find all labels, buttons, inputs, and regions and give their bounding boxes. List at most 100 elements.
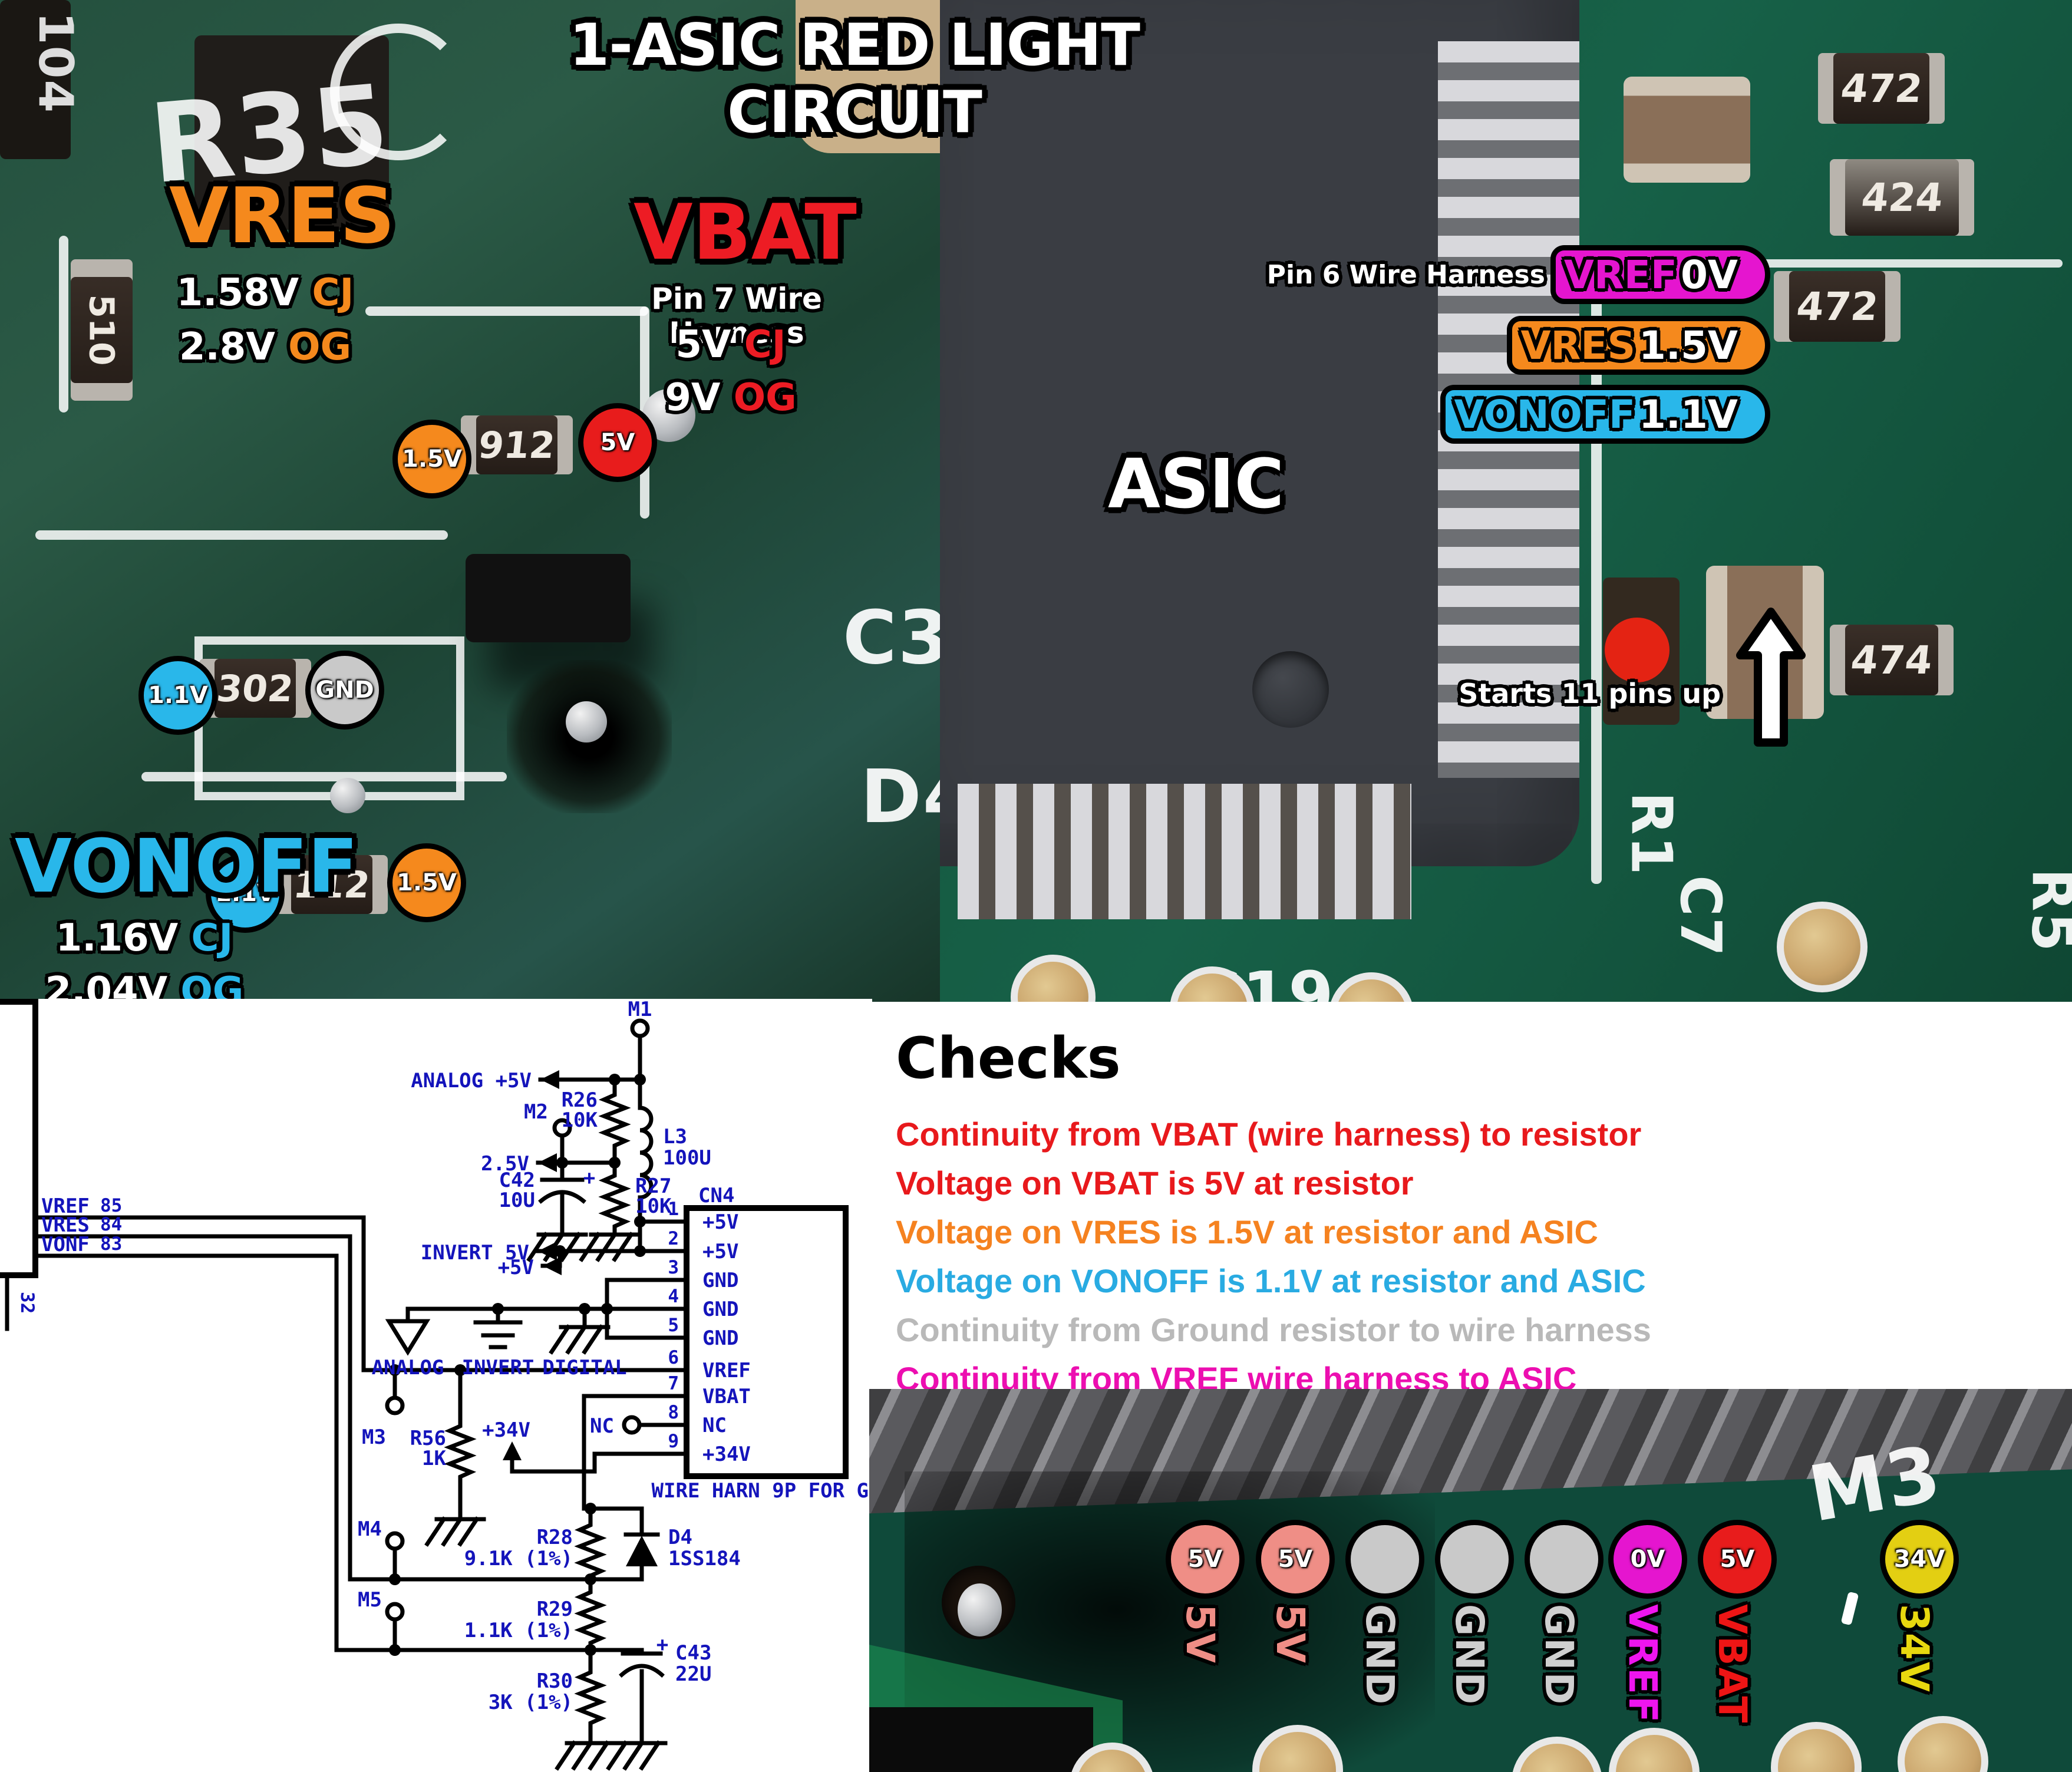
chip-corner — [0, 0, 71, 159]
pin-label-vbat: VBAT — [1710, 1604, 1755, 1725]
pin-num: 8 — [668, 1402, 679, 1423]
pin-name: NC — [702, 1414, 727, 1437]
silkscreen-104: 104 — [28, 12, 83, 114]
red-marker-dot — [1605, 618, 1670, 682]
checks-panel: Checks Continuity from VBAT (wire harnes… — [896, 1025, 2063, 1397]
asic-dimple — [1252, 651, 1329, 728]
checks-heading: Checks — [896, 1025, 1121, 1091]
solder-blob — [566, 701, 607, 743]
invert-gnd-label: INVERT — [462, 1356, 535, 1380]
c42-value: 10U — [499, 1189, 535, 1212]
asic-pin32: 32 — [17, 1292, 38, 1314]
up-arrow-icon — [1736, 608, 1806, 747]
wire-harness-photo: M3 5V 5V 0V 5V 34V 5V 5V GND GND GND VRE… — [869, 1389, 2072, 1772]
pin-dot-vref: 0V — [1608, 1520, 1687, 1599]
r28-value: 9.1K (1%) — [464, 1547, 573, 1570]
dot-1v5-b: 1.5V — [387, 843, 466, 922]
resistor-474: 474 — [1830, 625, 1954, 695]
pin-dot-vbat: 5V — [1698, 1520, 1777, 1599]
gold-pad — [1898, 1716, 1988, 1772]
r30-value: 3K (1%) — [489, 1691, 573, 1714]
pcb-dark-corner — [869, 1707, 1093, 1772]
vonoff-og: 2.04V OG — [45, 969, 244, 1002]
gold-pad — [1011, 955, 1096, 1002]
silkscreen-tick — [1840, 1591, 1859, 1626]
pin-name: +5V — [702, 1210, 738, 1234]
dot-1v1: 1.1V — [138, 656, 217, 735]
analog5v-label: ANALOG +5V — [411, 1069, 532, 1093]
pin-dot-34v: 34V — [1880, 1520, 1959, 1599]
vres-pill: VRES 1.5V — [1512, 321, 1765, 369]
check-item: Voltage on VONOFF is 1.1V at resistor an… — [896, 1262, 1646, 1299]
check-item: Voltage on VBAT is 5V at resistor — [896, 1164, 1414, 1202]
d4-value: 1SS184 — [668, 1547, 741, 1570]
m5-label: M5 — [358, 1588, 382, 1612]
dot-5v: 5V — [578, 403, 657, 482]
pin-label-34v: 34V — [1892, 1604, 1937, 1694]
gold-pad — [1329, 972, 1414, 1002]
pin-name: GND — [702, 1298, 738, 1321]
gold-pad — [796, 0, 940, 153]
resistor-302: 302 — [199, 659, 311, 718]
pin-name: VREF — [702, 1359, 751, 1382]
asic-pin-name: VRES — [41, 1213, 90, 1237]
r29-value: 1.1K (1%) — [464, 1619, 573, 1642]
asic-pin-name: VREF — [41, 1194, 90, 1218]
cn4-label: CN4 — [698, 1184, 734, 1207]
gold-pad — [1777, 902, 1868, 992]
resistor-112: 112 — [276, 855, 388, 914]
vbat-og: 9V OG — [665, 376, 797, 420]
c42-label: C42 — [499, 1169, 535, 1192]
l3-label: L3 — [663, 1125, 687, 1149]
gold-pad — [1512, 1737, 1602, 1772]
pin-num: 5 — [668, 1315, 679, 1336]
vres-og: 2.8V OG — [179, 325, 352, 369]
pin-label-gnd-1: GND — [1357, 1604, 1403, 1707]
vbat-cj: 5V CJ — [675, 323, 786, 367]
pin-dot-gnd-3 — [1525, 1520, 1604, 1599]
solder-blob — [330, 778, 365, 813]
vonoff-cj: 1.16V CJ — [55, 916, 233, 960]
c43-plus: + — [656, 1633, 668, 1656]
schematic-panel: M1 ANALOG +5V R26 10K M2 2.5V C42 10U + … — [0, 999, 872, 1772]
pin-dot-gnd-2 — [1435, 1520, 1514, 1599]
capacitor — [1624, 77, 1750, 183]
nc-label: NC — [590, 1414, 614, 1438]
plus5v-label: +5V — [498, 1256, 534, 1279]
asic-pin-name: VONF — [41, 1233, 90, 1256]
pin-num: 3 — [668, 1257, 679, 1278]
r56-value: 1K — [422, 1447, 446, 1470]
r29-label: R29 — [537, 1598, 573, 1621]
page-title: 1-ASIC RED LIGHT CIRCUIT — [569, 12, 1140, 146]
resistor-510: 510 — [71, 259, 133, 401]
vbat-sub: Pin 7 Wire Harness — [651, 282, 822, 350]
asic-pin-num: 85 — [100, 1195, 122, 1216]
m2-label: M2 — [524, 1100, 548, 1124]
pin-num: 7 — [668, 1373, 679, 1394]
r26-label: R26 — [562, 1088, 598, 1112]
c43-label: C43 — [675, 1641, 711, 1665]
check-item: Continuity from VBAT (wire harness) to r… — [896, 1116, 1642, 1153]
d4-label: D4 — [668, 1526, 692, 1549]
r28-label: R28 — [537, 1526, 573, 1549]
vref-pill: VREF 0V — [1555, 250, 1765, 299]
trace — [141, 772, 507, 781]
asic-closeup-photo: 472 424 472 474 R1 C7 R5 C19 ASIC Starts… — [940, 0, 2072, 1002]
pin-name: +34V — [702, 1443, 751, 1466]
m3-label: M3 — [362, 1425, 386, 1449]
analog-gnd-label: ANALOG — [372, 1356, 444, 1380]
m1-label: M1 — [628, 999, 652, 1021]
c42-plus: + — [583, 1166, 595, 1190]
pin-num: 6 — [668, 1347, 679, 1368]
pin-name: +5V — [702, 1240, 738, 1263]
asic-pin-num: 84 — [100, 1214, 122, 1235]
vonoff-pill: VONOFF 1.1V — [1446, 390, 1765, 438]
m4-label: M4 — [358, 1517, 382, 1541]
pin-num: 1 — [668, 1199, 679, 1220]
invert5v-label: INVERT 5V — [421, 1241, 529, 1265]
transistor — [466, 554, 631, 642]
r27-value: 10K — [635, 1194, 672, 1218]
pin-dot-gnd-1 — [1345, 1520, 1424, 1599]
silkscreen-r1: R1 — [1618, 791, 1684, 876]
